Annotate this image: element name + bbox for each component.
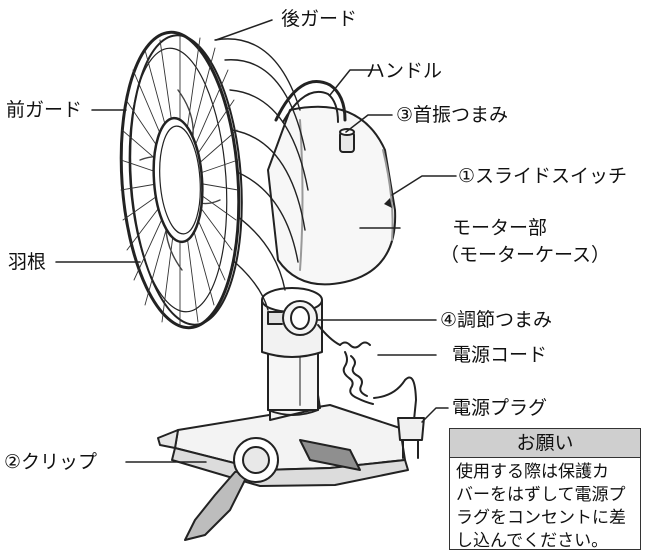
motor-housing	[267, 105, 397, 286]
power-cord	[317, 324, 417, 421]
label-front-guard: 前ガード	[6, 99, 83, 121]
leader-lines	[55, 19, 457, 463]
label-blades: 羽根	[8, 251, 47, 273]
label-rear-guard: 後ガード	[281, 8, 358, 30]
label-adjust-knob: ④調節つまみ	[440, 309, 553, 331]
adjust-knob	[267, 300, 318, 336]
label-motor-case: （モーターケース）	[440, 244, 611, 266]
label-power-cord: 電源コード	[452, 344, 548, 366]
swing-knob	[339, 128, 355, 153]
label-motor-unit: モーター部	[452, 217, 548, 239]
notice-box: お願い 使用する際は保護カ バーをはずして電源プ ラグをコンセントに差 し込んで…	[449, 428, 641, 553]
notice-line: 使用する際は保護カ	[456, 462, 609, 482]
clip-base	[157, 394, 409, 541]
label-swing-knob: ③首振つまみ	[396, 104, 509, 126]
label-handle: ハンドル	[366, 60, 443, 82]
notice-line: ラグをコンセントに差	[456, 508, 626, 528]
handle	[274, 80, 347, 122]
notice-line: バーをはずして電源プ	[456, 485, 626, 505]
hub	[152, 116, 204, 244]
label-power-plug: 電源プラグ	[452, 397, 548, 419]
power-plug	[397, 417, 425, 459]
notice-title: お願い	[450, 429, 640, 458]
notice-body: 使用する際は保護カ バーをはずして電源プ ラグをコンセントに差 し込んでください…	[450, 458, 640, 553]
notice-line: し込んでください。	[456, 531, 609, 551]
label-slide-switch: ①スライドスイッチ	[458, 165, 628, 187]
label-clip: ②クリップ	[4, 451, 98, 473]
